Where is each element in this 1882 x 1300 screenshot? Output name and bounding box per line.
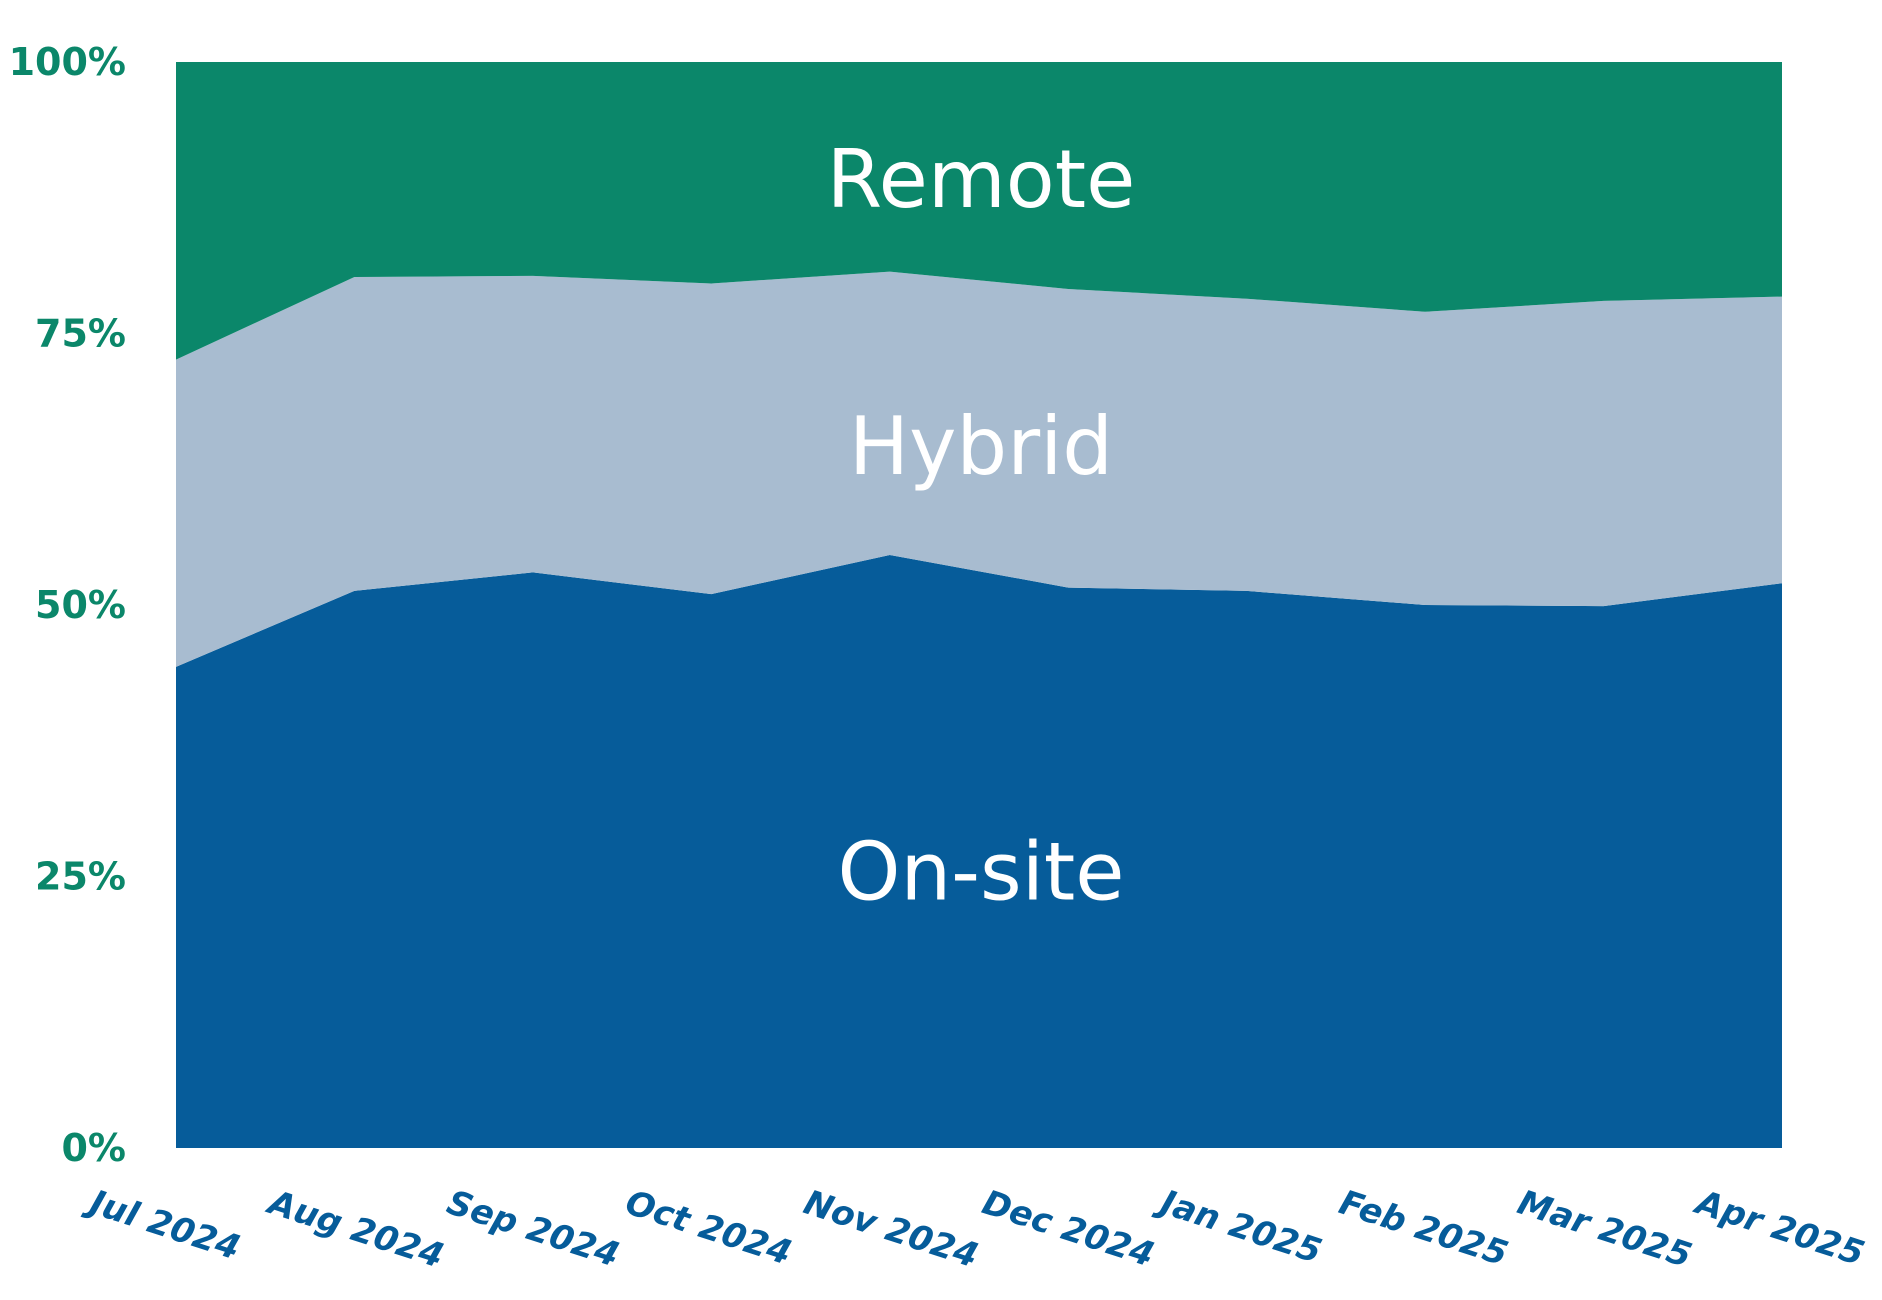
y-tick-label: 100% (9, 40, 126, 84)
x-tick-label: Jul 2024 (80, 1181, 245, 1269)
area-layer (176, 62, 1782, 1148)
x-tick-label: Nov 2024 (799, 1183, 983, 1277)
y-tick-label: 75% (35, 312, 126, 356)
area-hybrid (176, 271, 1782, 667)
area-label-layer: On-site Hybrid Remote (827, 133, 1136, 918)
x-tick-label: Aug 2024 (261, 1182, 449, 1277)
area-label-remote: Remote (827, 133, 1136, 226)
area-remote (176, 62, 1782, 360)
x-tick-label: Feb 2025 (1334, 1183, 1512, 1275)
x-tick-label: Mar 2025 (1513, 1183, 1697, 1277)
x-tick-label: Apr 2025 (1688, 1182, 1869, 1275)
y-axis: 0% 25% 50% 75% 100% (9, 40, 126, 1170)
y-tick-label: 25% (35, 855, 126, 899)
y-tick-label: 50% (35, 583, 126, 627)
area-label-on-site: On-site (837, 826, 1124, 919)
area-label-hybrid: Hybrid (849, 400, 1113, 493)
x-tick-label: Dec 2024 (977, 1183, 1159, 1276)
x-tick-label: Sep 2024 (442, 1183, 624, 1276)
y-tick-label: 0% (61, 1126, 126, 1170)
x-tick-label: Oct 2024 (621, 1183, 797, 1274)
x-tick-label: Jan 2025 (1150, 1181, 1326, 1272)
area-on-site (176, 555, 1782, 1148)
